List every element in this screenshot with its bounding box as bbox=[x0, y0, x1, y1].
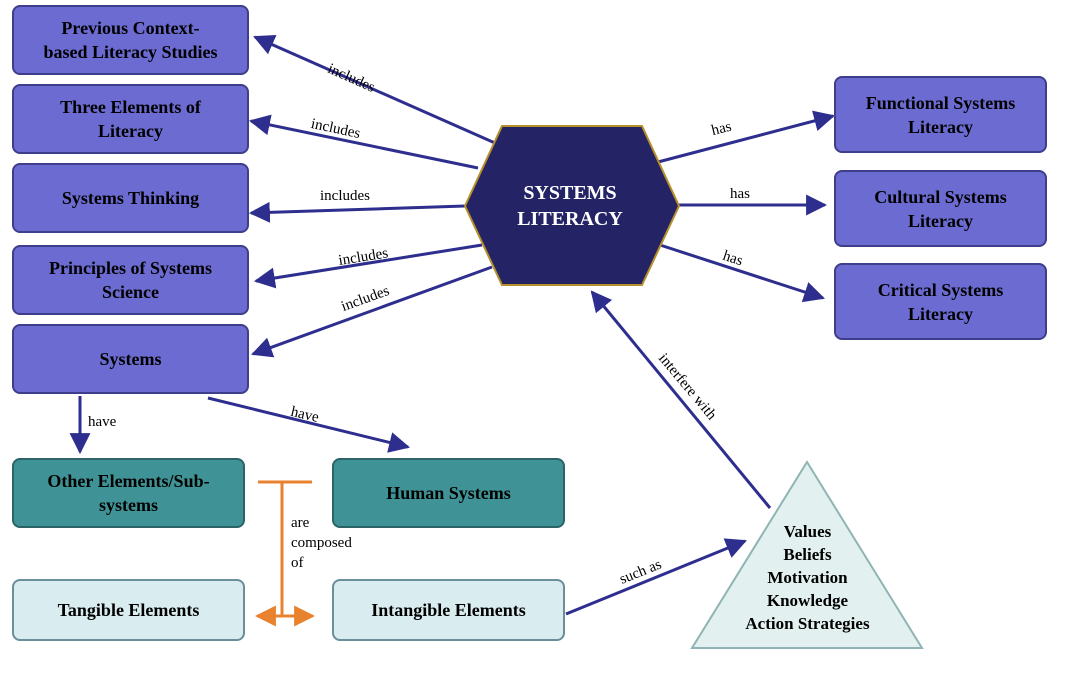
center-title-line1: SYSTEMS bbox=[523, 182, 617, 204]
triangle-item: Values bbox=[783, 522, 832, 541]
critical-line2: Literacy bbox=[908, 303, 973, 324]
composed-label-line3: of bbox=[291, 555, 304, 571]
has-arrow-functional bbox=[657, 110, 836, 164]
have-label-other: have bbox=[88, 414, 117, 430]
three-elements-box: Three Elements of Literacy bbox=[12, 84, 249, 154]
intangible-label: Intangible Elements bbox=[371, 600, 526, 620]
systems-label: Systems bbox=[99, 349, 162, 369]
systems-literacy-hexagon bbox=[463, 125, 681, 286]
has-label-cultural: has bbox=[730, 186, 750, 202]
triangle-item: Knowledge bbox=[766, 591, 849, 610]
have-arrow-human bbox=[207, 396, 411, 453]
other-elements-line1: Other Elements/Sub- bbox=[47, 471, 210, 491]
cultural-line1: Cultural Systems bbox=[874, 186, 1007, 207]
triangle-item: Action Strategies bbox=[745, 614, 870, 633]
functional-line1: Functional Systems bbox=[865, 92, 1016, 113]
previous-context-box: Previous Context-based Literacy Studies bbox=[12, 5, 249, 75]
previous-context-line2: based Literacy Studies bbox=[43, 42, 218, 62]
composed-label-line2: composed bbox=[291, 535, 352, 551]
principles-line1: Principles of Systems bbox=[49, 258, 212, 278]
intangible-box: Intangible Elements bbox=[332, 579, 565, 641]
triangle-item: Beliefs bbox=[783, 545, 832, 564]
includes-arrow-three bbox=[248, 114, 479, 170]
functional-line2: Literacy bbox=[908, 116, 973, 137]
triangle-item: Motivation bbox=[767, 568, 848, 587]
three-elements-line1: Three Elements of bbox=[60, 97, 201, 117]
cultural-line2: Literacy bbox=[908, 210, 973, 231]
center-title-line2: LITERACY bbox=[517, 208, 623, 230]
systems-thinking-label: Systems Thinking bbox=[61, 188, 200, 208]
three-elements-line2: Literacy bbox=[98, 121, 163, 141]
other-elements-line2: systems bbox=[99, 495, 158, 515]
critical-line1: Critical Systems bbox=[877, 279, 1004, 300]
values-triangle bbox=[690, 460, 924, 649]
composed-of-label: are composed of bbox=[291, 513, 352, 573]
human-systems-label: Human Systems bbox=[386, 483, 511, 503]
includes-arrow-principles bbox=[253, 243, 483, 289]
interfere-arrow bbox=[590, 290, 772, 509]
includes-label-thinking: includes bbox=[320, 188, 370, 204]
tangible-box: Tangible Elements bbox=[12, 579, 245, 641]
previous-context-line1: Previous Context- bbox=[61, 18, 200, 38]
principles-line2: Science bbox=[102, 282, 159, 302]
includes-arrow-thinking bbox=[248, 201, 466, 223]
other-elements-box: Other Elements/Sub-systems bbox=[12, 458, 245, 528]
composed-label-line1: are bbox=[291, 515, 310, 531]
includes-arrow-systems bbox=[251, 265, 493, 358]
tangible-label: Tangible Elements bbox=[57, 600, 200, 620]
center-title: SYSTEMS LITERACY bbox=[470, 180, 670, 232]
systems-box: Systems bbox=[12, 324, 249, 394]
includes-arrow-previous bbox=[253, 35, 496, 145]
systems-thinking-box: Systems Thinking bbox=[12, 163, 249, 233]
has-arrow-critical bbox=[659, 243, 825, 303]
such-as-arrow bbox=[565, 538, 747, 616]
triangle-items: Values Beliefs Motivation Knowledge Acti… bbox=[720, 520, 895, 635]
human-systems-box: Human Systems bbox=[332, 458, 565, 528]
